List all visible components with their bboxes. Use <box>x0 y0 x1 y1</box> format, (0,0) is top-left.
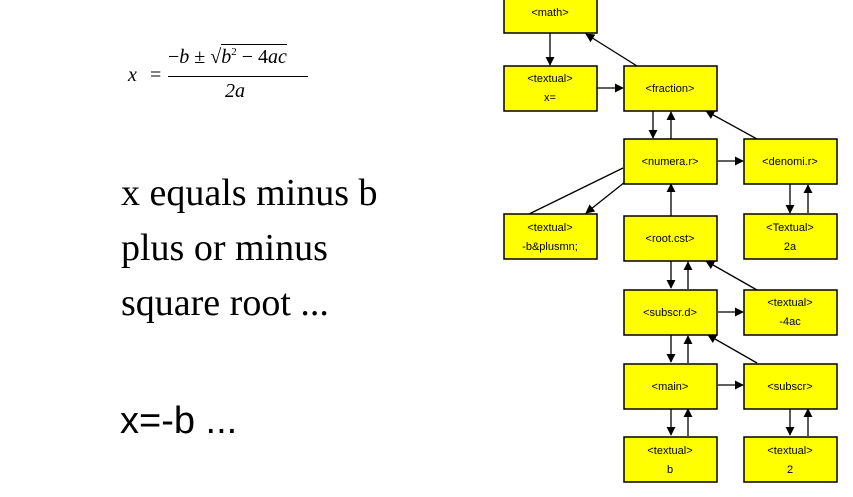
node-subscr-d: <subscr.d> <box>623 289 718 336</box>
formula-plusminus: ± <box>189 46 211 68</box>
node-root-label: <root.cst> <box>646 233 695 245</box>
node-denominator-label: <denomi.r> <box>762 156 818 168</box>
radicand: b2 − 4ac <box>221 44 287 69</box>
node-textual-b-plusmn: <textual> -b&plusmn; <box>503 213 598 260</box>
node-main: <main> <box>623 363 718 410</box>
radicand-b: b <box>221 46 232 68</box>
exponent: 2 <box>231 46 237 58</box>
node-textual-b-value: -b&plusmn; <box>522 241 578 253</box>
formula-minus: − <box>168 46 180 68</box>
linear-notation: x=-b ... <box>120 400 238 442</box>
edge-4ac-root <box>705 260 758 291</box>
node-textual-4ac-value: -4ac <box>779 316 801 328</box>
fraction-bar <box>168 76 308 77</box>
node-textual-bb-label: <textual> <box>647 445 692 457</box>
tree-nodes: <math> <textual> x= <fraction> <numera.r… <box>503 0 838 483</box>
node-textual-4ac-label: <textual> <box>767 297 812 309</box>
quadratic-formula: x = −b ± √b2 − 4ac 2a <box>128 42 318 112</box>
node-root: <root.cst> <box>623 215 718 262</box>
radical-sign: √ <box>210 46 222 68</box>
speech-line-1: x equals minus b <box>121 172 378 214</box>
formula-lhs: x <box>128 64 137 86</box>
edge-subscr-subscrd <box>707 334 758 364</box>
node-textual-bb-value: b <box>667 464 673 476</box>
node-math: <math> <box>503 0 598 34</box>
radicand-ac: ac <box>268 46 287 68</box>
node-textual-2-value: 2 <box>787 464 793 476</box>
node-numerator: <numera.r> <box>623 138 718 185</box>
edge-fraction-math <box>585 33 638 67</box>
formula-denominator: 2a <box>225 80 245 102</box>
node-textual-x-value: x= <box>544 92 556 104</box>
tree-edges <box>524 33 813 436</box>
node-textual-b: <textual> b <box>623 436 718 483</box>
node-textual-x: <textual> x= <box>503 65 598 112</box>
node-textual-x-label: <textual> <box>527 73 572 85</box>
formula-equals: = <box>150 64 162 86</box>
node-numerator-label: <numera.r> <box>642 156 699 168</box>
edge-textual-numerator <box>524 167 624 217</box>
node-textual-b-label: <textual> <box>527 222 572 234</box>
node-subscr-d-label: <subscr.d> <box>643 307 697 319</box>
node-textual-2a: <Textual> 2a <box>743 213 838 260</box>
speech-line-3: square root ... <box>121 282 329 324</box>
node-subscr-label: <subscr> <box>767 381 812 393</box>
node-fraction: <fraction> <box>623 65 718 112</box>
edge-numerator-textual <box>585 181 626 214</box>
node-fraction-label: <fraction> <box>646 83 695 95</box>
node-main-label: <main> <box>652 381 689 393</box>
node-textual-2a-label: <Textual> <box>766 222 814 234</box>
radicand-rest: − 4 <box>236 46 269 68</box>
node-textual-2-label: <textual> <box>767 445 812 457</box>
formula-numerator: −b ± √b2 − 4ac <box>168 44 287 69</box>
node-textual-2: <textual> 2 <box>743 436 838 483</box>
speech-text: x equals minus b plus or minus square ro… <box>121 166 377 331</box>
node-textual-4ac: <textual> -4ac <box>743 289 838 336</box>
node-subscr: <subscr> <box>743 363 838 410</box>
edge-denominator-fraction <box>705 110 758 140</box>
node-denominator: <denomi.r> <box>743 138 838 185</box>
node-textual-2a-value: 2a <box>784 241 797 253</box>
node-math-label: <math> <box>531 7 568 19</box>
speech-line-2: plus or minus <box>121 227 328 269</box>
formula-b: b <box>179 46 190 68</box>
